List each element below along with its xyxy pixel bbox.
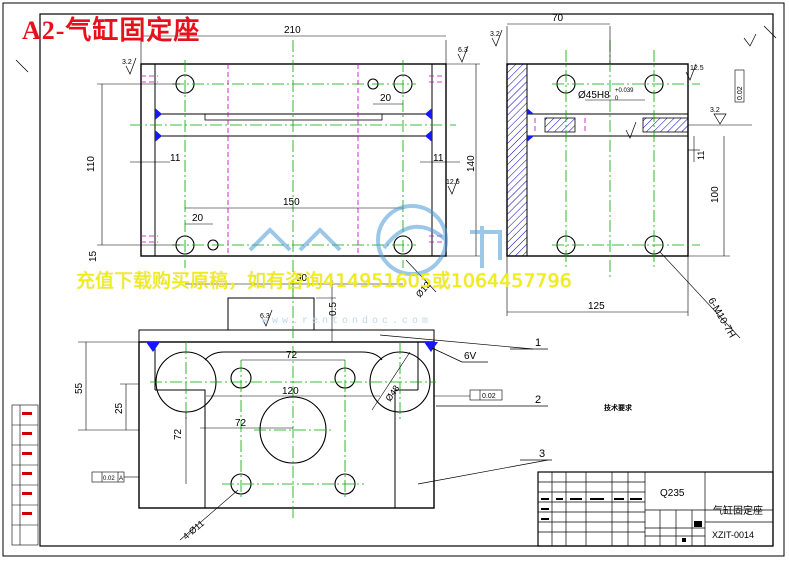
- inner-frame: [39, 13, 774, 547]
- outer-frame: [2, 2, 785, 557]
- dim-bot-dia-48: Ø48: [383, 383, 401, 403]
- title-block-drawing-no: XZIT-0014: [712, 530, 754, 540]
- dim-side-11: 11: [696, 151, 706, 160]
- bottom-view: 0.5 72 120 72 72 55 25 Ø48 4-Ø11 6.3 6V …: [74, 280, 503, 542]
- dim-bore-fit: Ø45H8: [578, 90, 610, 101]
- bottom-dimension-lines: [78, 280, 411, 541]
- front-weld-marks: [155, 108, 432, 142]
- dim-edge-15: 15: [88, 250, 99, 262]
- tech-note: 技术要求: [604, 403, 633, 412]
- corner-marks: [15, 25, 777, 73]
- title-block-part-name: 气缸固定座: [713, 504, 763, 517]
- title-block-material: Q235: [660, 488, 685, 499]
- tol-t2: 0.02: [482, 393, 496, 400]
- side-hidden-lines: [534, 118, 586, 132]
- front-view: 210 90 20 110 11 11 140 150 20 15 Ø12 3.…: [86, 25, 480, 300]
- side-weld-marks: [527, 108, 534, 142]
- roughness-r7: 6.3: [260, 313, 270, 320]
- dim-side-125: 125: [588, 301, 605, 312]
- roughness-r5: 12.5: [690, 65, 704, 72]
- weld-6v: 6V: [464, 351, 477, 362]
- dim-edge-11-left: 11: [170, 153, 181, 164]
- front-dimension-lines: [97, 35, 480, 293]
- tol-frame-t2: [469, 389, 503, 401]
- front-roughness-symbols: [125, 45, 469, 195]
- roughness-r3: 12.5: [446, 179, 460, 186]
- dim-height-140: 140: [466, 155, 477, 172]
- bottom-roughness-symbols: [261, 309, 273, 327]
- dim-bore-tol: +0.039: [615, 88, 634, 94]
- side-roughness-symbols: [491, 29, 757, 139]
- side-view: 70 Ø45H8 +0.039 0 11 100 125 6-M10-7H 3.…: [490, 13, 757, 340]
- side-dimension-lines: [506, 23, 752, 339]
- roughness-r6: 3.2: [710, 107, 720, 114]
- leader-1: 1: [535, 337, 541, 349]
- weld-callout: [431, 347, 488, 363]
- front-center-lines: [130, 40, 456, 300]
- bottom-weld-marks: [146, 342, 438, 352]
- leader-2: 2: [535, 394, 541, 406]
- front-holes: [175, 74, 413, 255]
- dim-bot-holes: 4-Ø11: [181, 518, 206, 541]
- watermark-text: 充值下载购买原稿，如有咨询414951605或1064457796: [76, 270, 572, 292]
- tol-t1: 0.02: [737, 86, 744, 100]
- dim-thread-callout: 6-M10-7H: [705, 296, 737, 340]
- roughness-r4: 3.2: [490, 31, 500, 38]
- dim-hole-spacing-top: 90: [296, 273, 308, 284]
- dim-front-width: 210: [284, 25, 301, 36]
- front-view-outline: [140, 63, 447, 257]
- side-center-lines: [552, 40, 700, 280]
- dim-small-offset-bottom: 20: [192, 213, 204, 224]
- watermark-logo: [248, 204, 502, 276]
- drawing-title: A2-气缸固定座: [22, 16, 201, 45]
- dim-hole-spacing: 150: [283, 197, 300, 208]
- dim-bot-72-top: 72: [286, 350, 298, 361]
- tol-t3: 0.02: [103, 476, 115, 482]
- dim-edge-11-right: 11: [433, 153, 444, 164]
- watermark-url: www.rentondoc.com: [262, 316, 433, 327]
- dim-side-100: 100: [710, 186, 721, 203]
- datum-a: A: [119, 476, 123, 482]
- dim-bot-55: 55: [74, 382, 85, 394]
- leader-3: 3: [539, 448, 545, 460]
- front-hidden-lines: [141, 64, 446, 256]
- dim-side-width: 70: [552, 13, 564, 24]
- dim-bot-120: 120: [282, 386, 299, 397]
- dim-small-offset: 20: [380, 93, 392, 104]
- dim-height-110: 110: [86, 156, 97, 172]
- dim-gap-05: 0.5: [328, 302, 339, 316]
- dim-bore-tol-low: 0: [615, 96, 619, 102]
- dim-bot-25: 25: [114, 402, 125, 414]
- roughness-r1: 3.2: [122, 59, 132, 66]
- title-block-marks: [541, 498, 702, 542]
- binding-strip-marks: [22, 412, 32, 515]
- title-block: [537, 471, 774, 547]
- left-binding-strip: [11, 404, 39, 546]
- part-leaders: [379, 334, 552, 485]
- bottom-center-lines: [150, 286, 436, 520]
- bottom-view-outline: [138, 341, 435, 509]
- dim-bot-72-mid: 72: [235, 418, 247, 429]
- tol-frame-t1: [734, 69, 745, 103]
- dim-bot-72-vert: 72: [173, 428, 184, 440]
- roughness-r2: 6.3: [458, 47, 468, 54]
